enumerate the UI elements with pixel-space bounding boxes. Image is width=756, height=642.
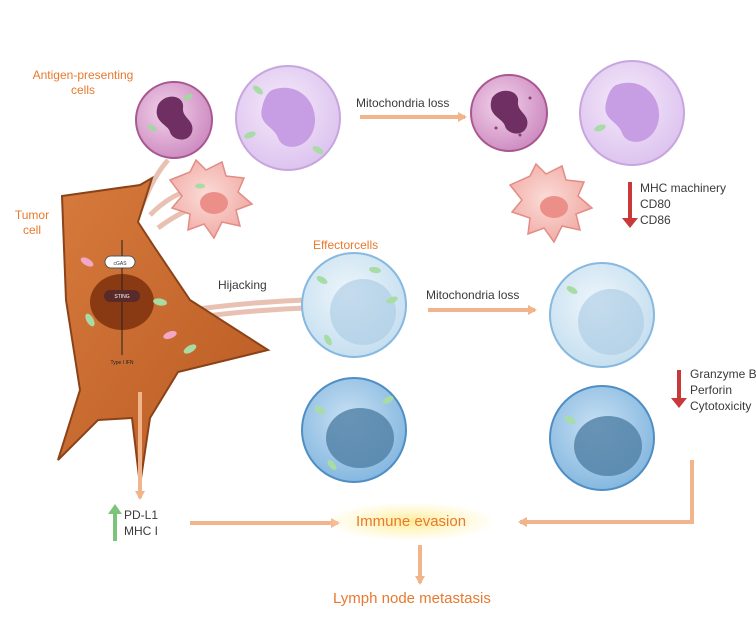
tumor-cell [57, 175, 271, 486]
cytotoxicity-text: Cytotoxicity [690, 399, 752, 413]
tumor-cgas-label: cGAS [113, 261, 127, 267]
apc-label-line1: Antigen-presenting [32, 68, 134, 82]
apc-label: Antigen-presenting cells [18, 68, 148, 98]
mito-loss-top-label: Mitochondria loss [356, 96, 450, 110]
tumor-label: Tumor cell [14, 208, 50, 238]
apc-cell-lavender-left [235, 65, 341, 171]
hijacking-label: Hijacking [218, 278, 267, 292]
mito-loss-mid-label: Mitochondria loss [426, 288, 520, 302]
mhc1-text: MHC I [124, 524, 158, 538]
tumor-ifn-label: Type I IFN [110, 360, 133, 366]
dendritic-cell-right [508, 162, 594, 244]
effector-cell-light-left [301, 252, 407, 358]
cd80-text: CD80 [640, 197, 671, 211]
decrease-arrow-granzyme [671, 370, 687, 408]
pdl1-list: PD-L1 MHC I [124, 507, 158, 539]
apc-cell-lavender-right [579, 60, 685, 166]
effector-cell-light-right [549, 262, 655, 368]
apc-cell-purple-left [135, 81, 213, 159]
effector-cell-dark-left [301, 377, 407, 483]
mhc-list: MHC machinery CD80 CD86 [640, 180, 726, 228]
mhc-machinery-text: MHC machinery [640, 181, 727, 195]
increase-arrow-pdl1 [108, 504, 122, 541]
flow-arrows [135, 112, 694, 585]
decrease-arrow-mhc [622, 182, 638, 228]
effector-cell-dark-right [549, 385, 655, 491]
apc-label-line2: cells [70, 83, 95, 97]
lymph-node-label: Lymph node metastasis [333, 590, 491, 607]
effector-label: Effectorcells [313, 238, 379, 252]
immune-evasion-label: Immune evasion [330, 503, 493, 540]
arrow-to-evasion-right [518, 460, 694, 527]
pdl1-text: PD-L1 [124, 508, 159, 522]
granzyme-text: Granzyme B [690, 367, 756, 381]
apc-cell-purple-right [470, 74, 548, 152]
tumor-label-line1: Tumor [14, 208, 50, 222]
granzyme-list: Granzyme B Perforin Cytotoxicity [690, 366, 756, 414]
cd86-text: CD86 [640, 213, 671, 227]
tumor-label-line2: cell [22, 223, 41, 237]
tumor-sting-label: STING [114, 294, 129, 300]
perforin-text: Perforin [690, 383, 733, 397]
dendritic-cell-left [168, 158, 254, 240]
